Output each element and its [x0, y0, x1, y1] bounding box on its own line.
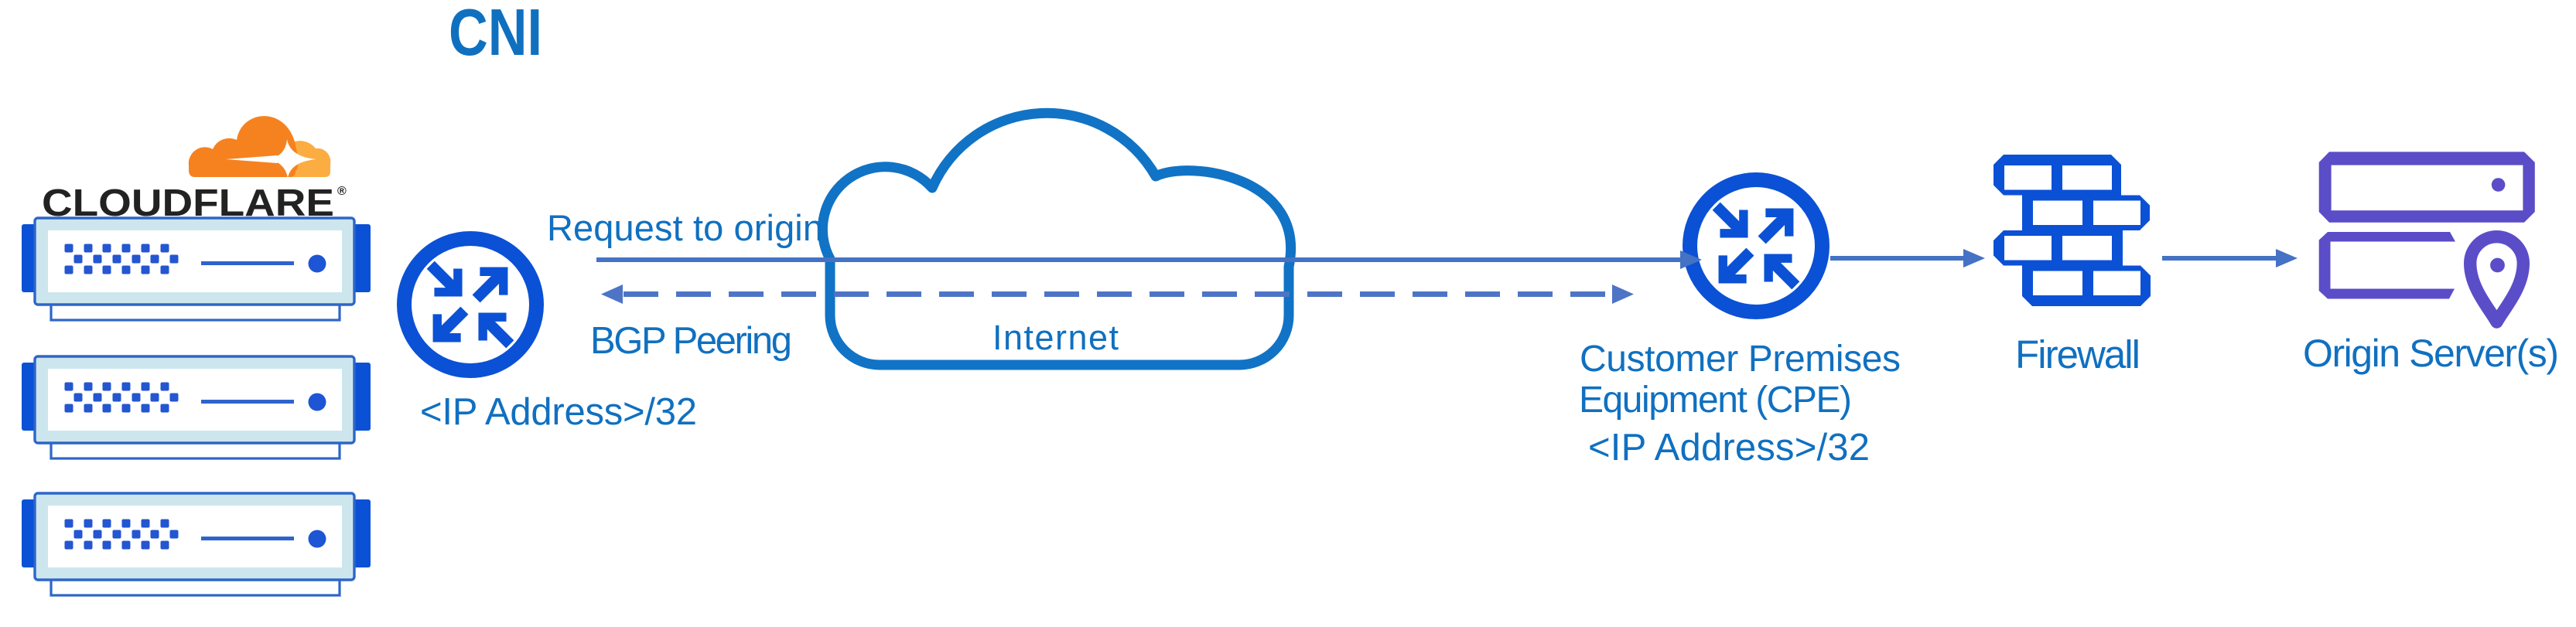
svg-text:Firewall: Firewall — [2015, 332, 2140, 377]
svg-text:Internet: Internet — [992, 318, 1119, 357]
svg-text:Equipment (CPE): Equipment (CPE) — [1579, 380, 1852, 421]
svg-text:BGP Peering: BGP Peering — [590, 320, 792, 362]
svg-text:Customer Premises: Customer Premises — [1580, 339, 1901, 380]
svg-text:Request to origin: Request to origin — [547, 207, 823, 248]
svg-text:<IP Address>/32: <IP Address>/32 — [420, 391, 697, 433]
svg-text:Origin Server(s): Origin Server(s) — [2303, 332, 2559, 375]
svg-text:CNI: CNI — [449, 0, 542, 70]
svg-text:®: ® — [337, 185, 347, 198]
svg-text:<IP Address>/32: <IP Address>/32 — [1588, 427, 1870, 469]
